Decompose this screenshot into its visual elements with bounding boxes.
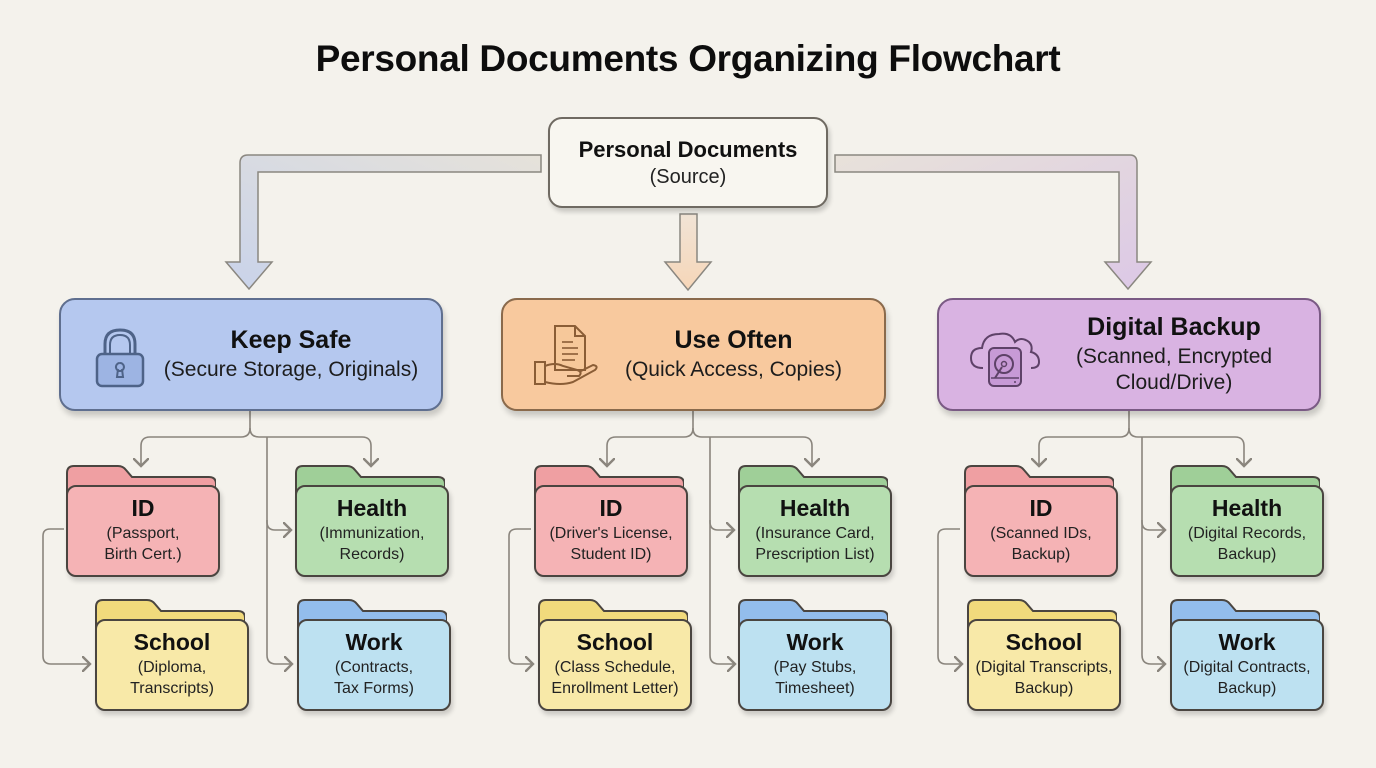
source-sublabel: (Source) — [649, 165, 727, 188]
folder-detail: (Class Schedule, — [554, 659, 676, 677]
category-keep-safe: Keep Safe (Secure Storage, Originals) — [59, 298, 443, 411]
folder-detail: Backup) — [1014, 680, 1074, 698]
page-title: Personal Documents Organizing Flowchart — [315, 38, 1061, 79]
folder-detail: (Digital Contracts, — [1183, 659, 1311, 677]
folder-use-often-id: ID (Driver's License, Student ID) — [534, 465, 688, 577]
folder-detail: (Digital Transcripts, — [975, 659, 1113, 677]
folder-title: Health — [779, 495, 851, 522]
folder-detail: (Driver's License, — [549, 525, 673, 543]
cloud-drive-icon — [969, 332, 1041, 387]
folder-detail: Student ID) — [570, 546, 652, 564]
folder-title: Health — [336, 495, 408, 522]
folder-digital-backup-work: Work (Digital Contracts, Backup) — [1170, 599, 1324, 711]
folder-title: ID — [1029, 495, 1053, 522]
arrow-to-use-often — [663, 213, 713, 292]
arrow-to-digital-backup — [834, 154, 1153, 291]
folder-keep-safe-school: School (Diploma, Transcripts) — [95, 599, 249, 711]
category-subtitle: (Secure Storage, Originals) — [163, 357, 419, 381]
folder-detail: (Diploma, — [137, 659, 207, 677]
folder-detail: Transcripts) — [130, 680, 214, 698]
folder-detail: (Contracts, — [334, 659, 414, 677]
folder-detail: (Immunization, — [319, 525, 425, 543]
folder-digital-backup-school: School (Digital Transcripts, Backup) — [967, 599, 1121, 711]
category-title: Use Often — [674, 325, 793, 354]
folder-detail: Backup) — [1217, 546, 1277, 564]
folder-detail: Records) — [339, 546, 405, 564]
folder-title: School — [1005, 629, 1083, 656]
category-title: Digital Backup — [1087, 312, 1261, 341]
folder-detail: Prescription List) — [755, 546, 875, 564]
folder-title: Work — [1218, 629, 1276, 656]
folder-detail: Tax Forms) — [334, 680, 414, 698]
folder-detail: Backup) — [1217, 680, 1277, 698]
folder-detail: Enrollment Letter) — [551, 680, 679, 698]
folder-detail: (Passport, — [106, 525, 180, 543]
folder-detail: Birth Cert.) — [104, 546, 182, 564]
folder-digital-backup-id: ID (Scanned IDs, Backup) — [964, 465, 1118, 577]
folder-title: Health — [1211, 495, 1283, 522]
folder-title: School — [133, 629, 211, 656]
folder-keep-safe-work: Work (Contracts, Tax Forms) — [297, 599, 451, 711]
category-subtitle-line2: Cloud/Drive) — [1115, 371, 1233, 394]
category-subtitle: (Quick Access, Copies) — [624, 357, 843, 381]
category-use-often: Use Often (Quick Access, Copies) — [501, 298, 886, 411]
folder-detail: (Pay Stubs, — [773, 659, 857, 677]
category-title: Keep Safe — [230, 325, 352, 354]
folder-use-often-health: Health (Insurance Card, Prescription Lis… — [738, 465, 892, 577]
folder-keep-safe-health: Health (Immunization, Records) — [295, 465, 449, 577]
category-subtitle-line1: (Scanned, Encrypted — [1075, 344, 1273, 368]
folder-title: ID — [599, 495, 623, 522]
folder-use-often-school: School (Class Schedule, Enrollment Lette… — [538, 599, 692, 711]
folder-digital-backup-health: Health (Digital Records, Backup) — [1170, 465, 1324, 577]
folder-use-often-work: Work (Pay Stubs, Timesheet) — [738, 599, 892, 711]
folder-keep-safe-id: ID (Passport, Birth Cert.) — [66, 465, 220, 577]
folder-detail: (Digital Records, — [1187, 525, 1307, 543]
folder-title: Work — [345, 629, 403, 656]
category-digital-backup: Digital Backup (Scanned, Encrypted Cloud… — [937, 298, 1321, 411]
folder-detail: (Insurance Card, — [755, 525, 875, 543]
hand-document-icon — [534, 325, 598, 385]
source-node: Personal Documents (Source) — [548, 117, 828, 208]
arrow-to-keep-safe — [224, 154, 542, 291]
folder-title: Work — [786, 629, 844, 656]
folder-detail: (Scanned IDs, — [990, 525, 1092, 543]
lock-icon — [95, 328, 145, 388]
folder-detail: Backup) — [1011, 546, 1071, 564]
folder-detail: Timesheet) — [775, 680, 855, 698]
folder-title: School — [576, 629, 654, 656]
folder-title: ID — [131, 495, 155, 522]
source-label: Personal Documents — [578, 136, 798, 162]
